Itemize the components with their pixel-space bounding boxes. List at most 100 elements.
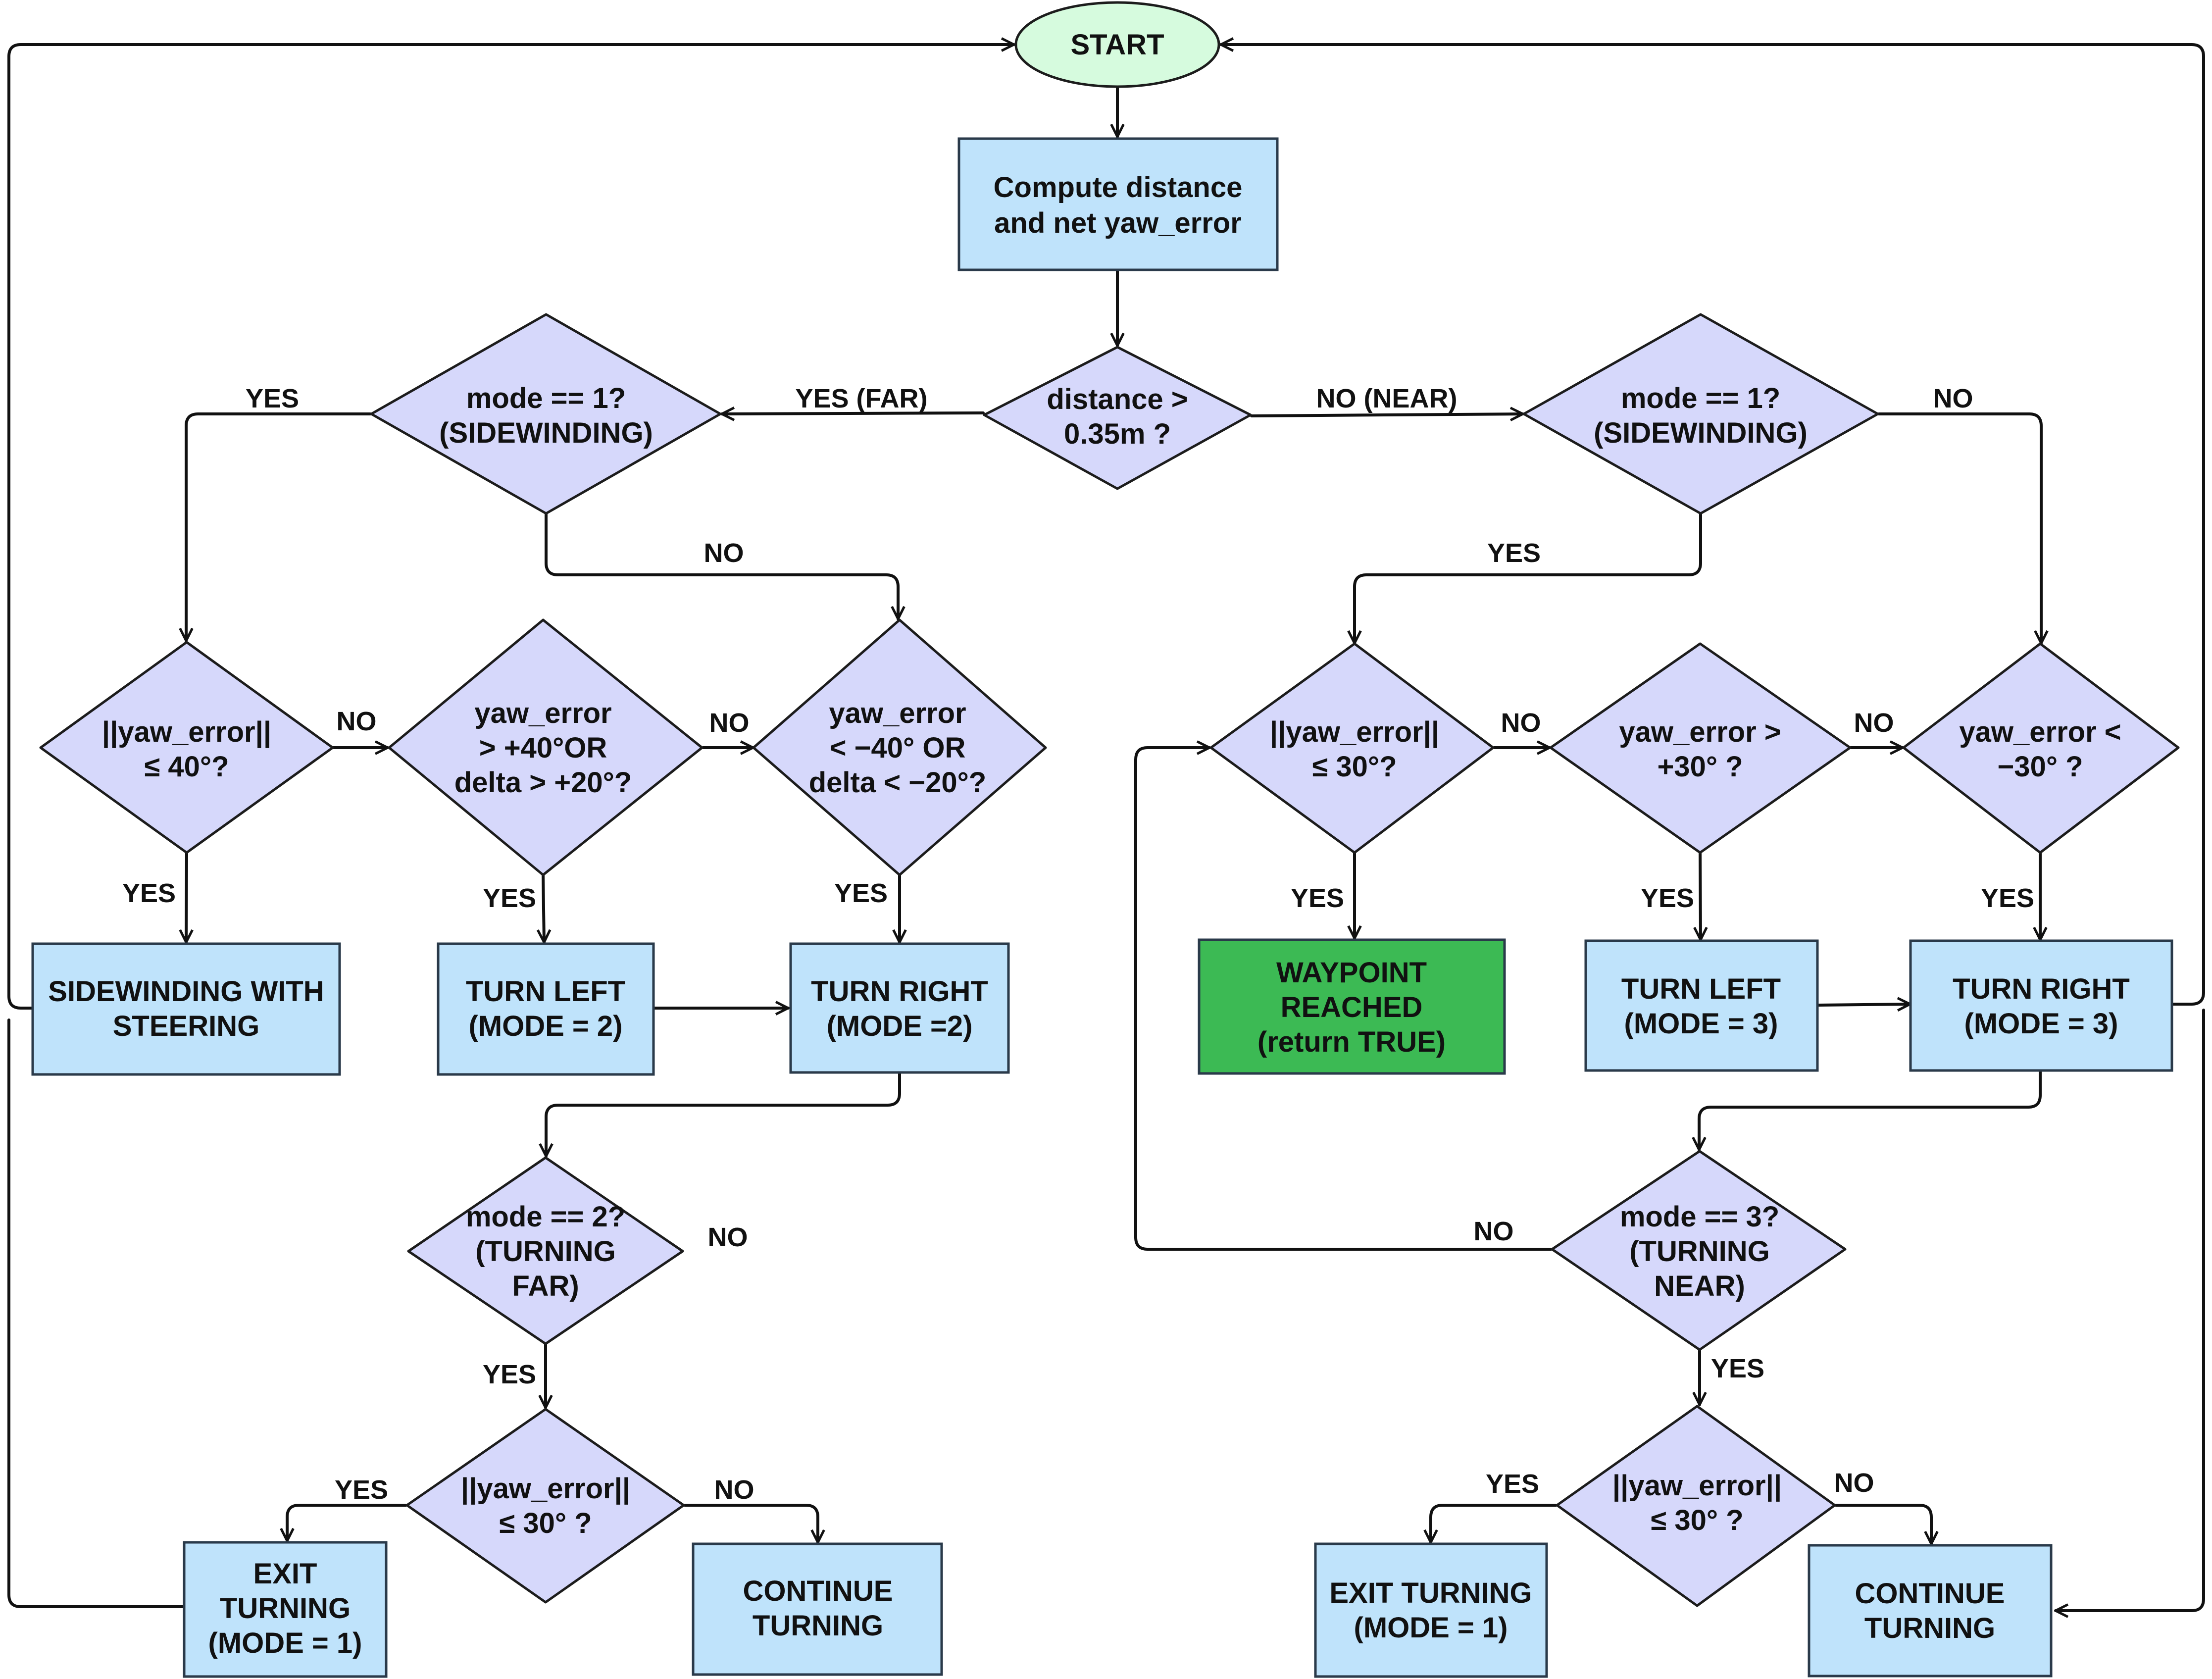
edge-near30-no (1834, 1504, 1931, 1545)
edge-labels: YES (FAR) NO (NEAR) YES NO NO YES NO NO … (122, 384, 2034, 1505)
edge-turnright2-mode2 (546, 1071, 901, 1158)
exit-turning-far-node: EXIT TURNING (MODE = 1) (183, 1541, 388, 1678)
continue-near-line-2: TURNING (1864, 1612, 1995, 1644)
yaw-neg30-decision: yaw_error < −30° ? (1902, 642, 2180, 854)
label-m1far-no: NO (704, 538, 744, 568)
edge-m1far-yes (186, 412, 372, 642)
distance-line-1: distance > (1047, 383, 1188, 415)
edge-distance-far (720, 413, 985, 414)
mode3-line-1: mode == 3? (1620, 1201, 1779, 1233)
mode2-line-2: (TURNING (475, 1235, 616, 1268)
exit-near-line-2: (MODE = 1) (1354, 1612, 1508, 1644)
edges (7, 45, 2205, 1611)
yaw-neg40-line-3: delta < −20°? (809, 766, 986, 799)
yaw-neg30-line-2: −30° ? (1997, 751, 2083, 783)
waypoint-line-1: WAYPOINT (1276, 957, 1427, 989)
turn-left-mode2-node: TURN LEFT (MODE = 2) (437, 942, 655, 1076)
mode2-line-3: FAR) (512, 1270, 579, 1302)
mode3-line-2: (TURNING (1629, 1235, 1770, 1268)
abs-yaw-30-near-line-2: ≤ 30°? (1312, 751, 1397, 783)
start-label: START (1070, 29, 1164, 61)
yaw-neg40-line-1: yaw_error (829, 697, 966, 729)
label-neg40-yes: YES (834, 878, 888, 908)
mode3-line-3: NEAR) (1654, 1270, 1745, 1302)
sidewinding-line-2: STEERING (113, 1010, 260, 1042)
abs-yaw-40-line-1: ||yaw_error|| (102, 716, 271, 748)
yaw-neg40-decision: yaw_error < −40° OR delta < −20°? (752, 618, 1047, 876)
exit-far-line-3: (MODE = 1) (208, 1627, 362, 1659)
label-m2-no: NO (708, 1222, 748, 1252)
edge-continue-near-loop (2054, 1009, 2205, 1611)
turn-right-mode3-node: TURN RIGHT (MODE = 3) (1909, 939, 2173, 1072)
label-neg30-yes: YES (1981, 883, 2034, 913)
label-far30-yes: YES (335, 1475, 388, 1505)
mode1-far-decision: mode == 1? (SIDEWINDING) (370, 313, 722, 515)
continue-turning-near-node: CONTINUE TURNING (1808, 1544, 2053, 1678)
turn-left-3-line-2: (MODE = 3) (1624, 1008, 1778, 1040)
abs-yaw-40-decision: ||yaw_error|| ≤ 40°? (39, 641, 334, 854)
label-abs40-yes: YES (122, 878, 176, 908)
label-pos40-yes: YES (483, 883, 536, 913)
yaw-neg30-line-1: yaw_error < (1959, 716, 2121, 748)
exit-far-line-2: TURNING (220, 1592, 351, 1625)
yaw-neg40-line-2: < −40° OR (830, 732, 966, 764)
turn-left-mode3-node: TURN LEFT (MODE = 3) (1584, 939, 1819, 1072)
exit-far-line-1: EXIT (253, 1558, 317, 1590)
turn-left-3-line-1: TURN LEFT (1621, 973, 1781, 1005)
edge-mode3-no (1134, 748, 1553, 1251)
waypoint-reached-node: WAYPOINT REACHED (return TRUE) (1198, 938, 1506, 1075)
edge-pos40-yes (543, 874, 544, 944)
label-m1near-no: NO (1933, 384, 1973, 413)
label-abs30n-yes: YES (1291, 883, 1344, 913)
label-abs30n-no: NO (1501, 708, 1541, 738)
edge-turnleft3-turnright3 (1817, 1004, 1911, 1005)
edge-far30-no (683, 1504, 818, 1544)
turn-right-2-line-2: (MODE =2) (827, 1010, 973, 1042)
mode2-check-decision: mode == 2? (TURNING FAR) (407, 1156, 684, 1345)
continue-near-line-1: CONTINUE (1855, 1577, 2005, 1610)
label-far30-no: NO (714, 1475, 754, 1505)
edge-exitfar-loop (7, 1018, 186, 1608)
continue-far-line-1: CONTINUE (743, 1575, 893, 1607)
label-near30-no: NO (1834, 1468, 1874, 1498)
edge-abs40-yes (186, 852, 187, 944)
yaw-pos40-line-3: delta > +20°? (454, 766, 632, 799)
edge-m1near-yes (1355, 512, 1702, 645)
abs-yaw-30-near2-decision: ||yaw_error|| ≤ 30° ? (1556, 1405, 1836, 1607)
continue-turning-far-node: CONTINUE TURNING (692, 1542, 943, 1676)
turn-right-3-line-1: TURN RIGHT (1953, 973, 2130, 1005)
label-pos30-no: NO (1854, 708, 1894, 738)
sidewinding-line-1: SIDEWINDING WITH (48, 975, 324, 1008)
edge-turnright3-loop (1219, 45, 2205, 1006)
distance-line-2: 0.35m ? (1064, 418, 1171, 450)
edge-turnright3-mode3 (1699, 1070, 2042, 1151)
exit-near-line-1: EXIT TURNING (1329, 1577, 1532, 1609)
sidewinding-steering-node: SIDEWINDING WITH STEERING (31, 942, 341, 1076)
edge-near30-yes (1431, 1504, 1558, 1544)
compute-line-1: Compute distance (994, 171, 1243, 204)
continue-far-line-2: TURNING (753, 1610, 883, 1642)
label-yes-far: YES (FAR) (795, 384, 927, 413)
yaw-pos40-line-2: > +40°OR (479, 732, 607, 764)
edge-m1far-no (545, 512, 898, 620)
label-near30-yes: YES (1486, 1469, 1539, 1499)
abs-yaw-40-line-2: ≤ 40°? (144, 751, 229, 783)
yaw-pos30-line-1: yaw_error > (1619, 716, 1781, 748)
abs-yaw-30-far-line-2: ≤ 30° ? (499, 1507, 592, 1539)
label-no-near: NO (NEAR) (1316, 384, 1458, 413)
yaw-pos40-line-1: yaw_error (474, 697, 611, 729)
label-m3-no: NO (1474, 1217, 1514, 1246)
mode1-near-line-1: mode == 1? (1621, 382, 1780, 414)
abs-yaw-30-far-line-1: ||yaw_error|| (461, 1473, 630, 1505)
abs-yaw-30-near-decision: ||yaw_error|| ≤ 30°? (1209, 642, 1495, 854)
exit-turning-near-node: EXIT TURNING (MODE = 1) (1314, 1542, 1548, 1678)
edge-m1near-no (1877, 412, 2041, 645)
edge-far30-yes (287, 1504, 407, 1542)
mode2-line-1: mode == 2? (466, 1201, 625, 1233)
label-pos30-yes: YES (1641, 883, 1694, 913)
turn-right-2-line-1: TURN RIGHT (811, 975, 988, 1008)
edge-pos30-yes (1700, 852, 1701, 941)
label-m2-yes: YES (483, 1360, 536, 1389)
